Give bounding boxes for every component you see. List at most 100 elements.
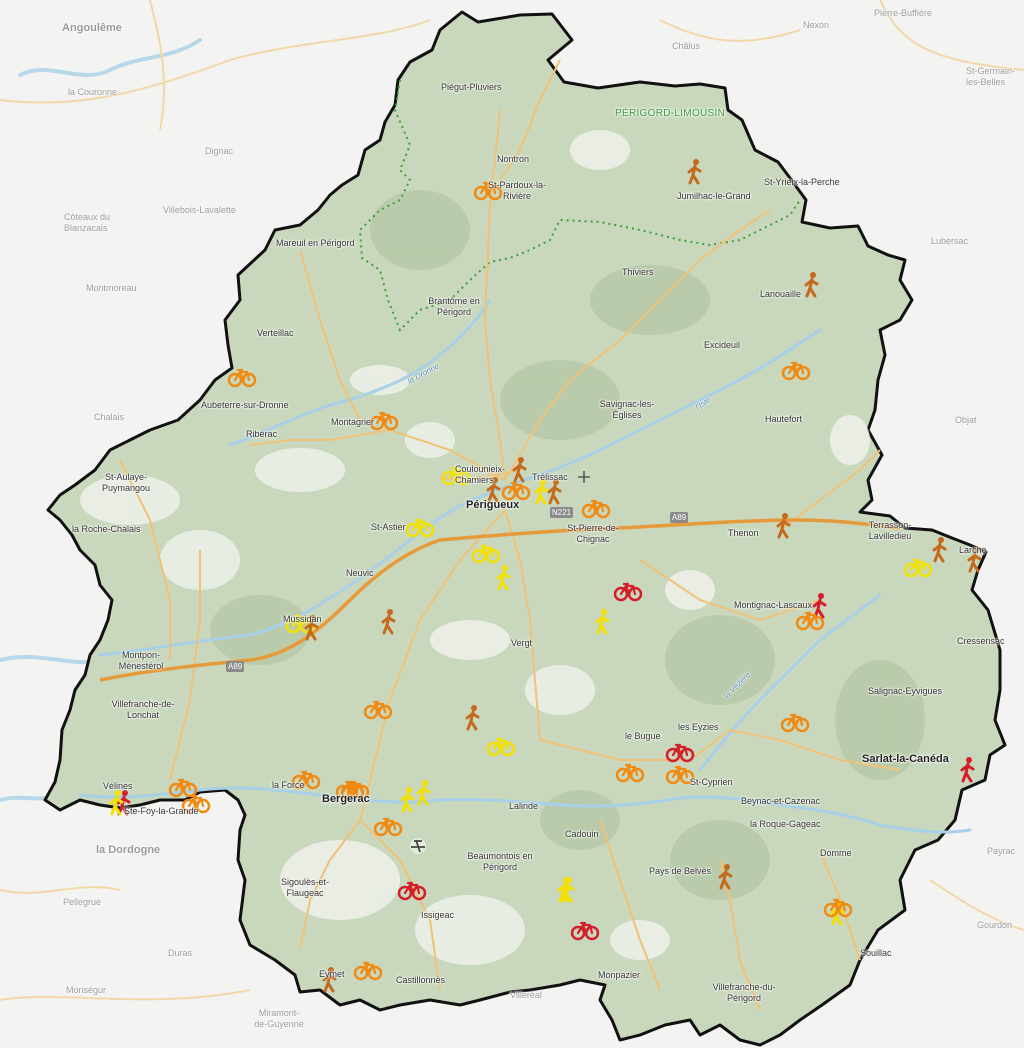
walking-icon[interactable] xyxy=(486,477,501,503)
walking-icon[interactable] xyxy=(496,565,511,591)
bicycle-icon[interactable] xyxy=(473,181,503,201)
walking-icon[interactable] xyxy=(776,513,791,539)
walking-icon[interactable] xyxy=(595,609,610,635)
walking-icon[interactable] xyxy=(400,787,415,813)
bicycle-icon[interactable] xyxy=(441,466,471,486)
bicycle-icon[interactable] xyxy=(781,361,811,381)
bicycle-icon[interactable] xyxy=(665,743,695,763)
town-label-roque-gageac: la Roque-Gageac xyxy=(750,819,821,829)
town-label-verteillac: Verteillac xyxy=(257,328,294,338)
town-label-larche: Larche xyxy=(959,545,987,555)
bicycle-icon[interactable] xyxy=(369,411,399,431)
walking-icon[interactable] xyxy=(465,705,480,731)
town-label-brantome: Brantôme en Périgord xyxy=(428,296,480,317)
town-label-nontron: Nontron xyxy=(497,154,530,164)
walking-icon[interactable] xyxy=(718,864,733,890)
town-label-monsegur: Monségur xyxy=(66,985,107,995)
town-label-domme: Domme xyxy=(820,848,852,858)
town-label-mussidan: Mussidan xyxy=(283,614,322,624)
town-label-angouleme: Angoulême xyxy=(62,22,122,34)
town-label-la-force: la Force xyxy=(272,780,305,790)
town-label-payrac: Payrac xyxy=(987,846,1016,856)
town-label-terrasson: Terrasson-Lavilledieu xyxy=(868,520,912,541)
town-label-mareuil: Mareuil en Périgord xyxy=(276,238,355,248)
town-label-trelissac: Trélissac xyxy=(532,472,568,482)
bicycle-icon[interactable] xyxy=(227,368,257,388)
walking-icon[interactable] xyxy=(812,593,827,619)
town-label-castillonnes: Castillonnès xyxy=(396,975,446,985)
town-label-hautefort: Hautefort xyxy=(765,414,803,424)
bicycle-icon[interactable] xyxy=(665,765,695,785)
bicycle-icon[interactable] xyxy=(613,582,643,602)
walking-icon[interactable] xyxy=(960,757,975,783)
town-label-objat: Objat xyxy=(955,415,977,425)
walking-icon[interactable] xyxy=(560,877,575,903)
town-label-les-eyzies: les Eyzies xyxy=(678,722,719,732)
town-label-piegut: Piégut-Pluviers xyxy=(441,82,502,92)
bicycle-icon[interactable] xyxy=(353,961,383,981)
bicycle-icon[interactable] xyxy=(363,700,393,720)
bicycle-icon[interactable] xyxy=(373,817,403,837)
walking-icon[interactable] xyxy=(512,457,527,483)
road-label-a89-west: A89 xyxy=(226,661,245,672)
bicycle-icon[interactable] xyxy=(291,770,321,790)
bicycle-icon[interactable] xyxy=(168,778,198,798)
bicycle-icon[interactable] xyxy=(181,794,211,814)
dordogne-department-area xyxy=(43,10,1007,1047)
town-label-sigoules: Sigoulès-et-Flaugeac xyxy=(280,877,330,898)
town-label-nexon: Nexon xyxy=(803,20,830,30)
walking-icon[interactable] xyxy=(932,537,947,563)
town-label-cressensac: Cressensac xyxy=(957,636,1005,646)
town-label-eymet: Eymet xyxy=(319,969,345,979)
town-label-sarlat: Sarlat-la-Canéda xyxy=(862,753,949,765)
town-label-jumilhac: Jumilhac-le-Grand xyxy=(677,191,751,201)
park-label: PÉRIGORD-LIMOUSIN xyxy=(615,108,726,119)
town-label-st-pardoux: St-Pardoux-la-Rivière xyxy=(487,180,547,201)
town-label-excideuil: Excideuil xyxy=(704,340,741,350)
town-label-villereal: Villeréal xyxy=(510,990,542,1000)
walking-icon[interactable] xyxy=(381,609,396,635)
town-label-aubeterre: Aubeterre-sur-Dronne xyxy=(201,400,289,410)
bicycle-icon[interactable] xyxy=(795,611,825,631)
town-label-savignac: Savignac-les-Églises xyxy=(599,399,655,420)
bicycle-icon[interactable] xyxy=(405,518,435,538)
motorways xyxy=(99,518,901,682)
bicycle-icon[interactable] xyxy=(397,881,427,901)
town-label-st-cyprien: St-Cyprien xyxy=(690,777,733,787)
town-label-st-astier: St-Astier xyxy=(371,522,406,532)
town-label-villefranche-perigord: Villefranche-du-Périgord xyxy=(712,982,776,1003)
town-label-chalus: Châlus xyxy=(672,41,701,51)
town-label-beynac: Beynac-et-Cazenac xyxy=(741,796,821,806)
outside-roads xyxy=(0,0,1024,1001)
bicycle-icon[interactable] xyxy=(570,921,600,941)
walking-icon[interactable] xyxy=(304,615,319,641)
bicycle-icon[interactable] xyxy=(471,544,501,564)
walking-icon[interactable] xyxy=(534,479,549,505)
bicycle-icon[interactable] xyxy=(615,763,645,783)
bicycle-icon[interactable] xyxy=(501,481,531,501)
walking-icon[interactable] xyxy=(322,967,337,993)
bicycle-icon[interactable] xyxy=(335,780,365,800)
town-label-st-aulaye: St-Aulaye-Puymangou xyxy=(101,472,151,493)
town-label-neuvic: Neuvic xyxy=(346,568,374,578)
walking-icon[interactable] xyxy=(687,159,702,185)
walking-icon[interactable] xyxy=(967,547,982,573)
town-label-villefranche-lonchat: Villefranche-de-Lonchat xyxy=(111,699,175,720)
town-label-dignac: Dignac xyxy=(205,146,234,156)
town-label-beaumontois: Beaumontois en Périgord xyxy=(467,851,533,872)
walking-icon[interactable] xyxy=(804,272,819,298)
bicycle-icon[interactable] xyxy=(903,558,933,578)
bicycle-icon[interactable] xyxy=(486,737,516,757)
bicycle-icon[interactable] xyxy=(780,713,810,733)
bicycle-icon[interactable] xyxy=(581,499,611,519)
walking-icon[interactable] xyxy=(109,790,124,816)
bicycle-icon[interactable] xyxy=(823,898,853,918)
walking-icon[interactable] xyxy=(547,479,562,505)
town-label-pellegrue: Pellegrue xyxy=(63,897,102,907)
town-label-perigueux: Périgueux xyxy=(466,499,520,511)
walking-icon[interactable] xyxy=(416,780,431,806)
town-label-gourdon: Gourdon xyxy=(977,920,1013,930)
markers-layer xyxy=(109,159,982,993)
